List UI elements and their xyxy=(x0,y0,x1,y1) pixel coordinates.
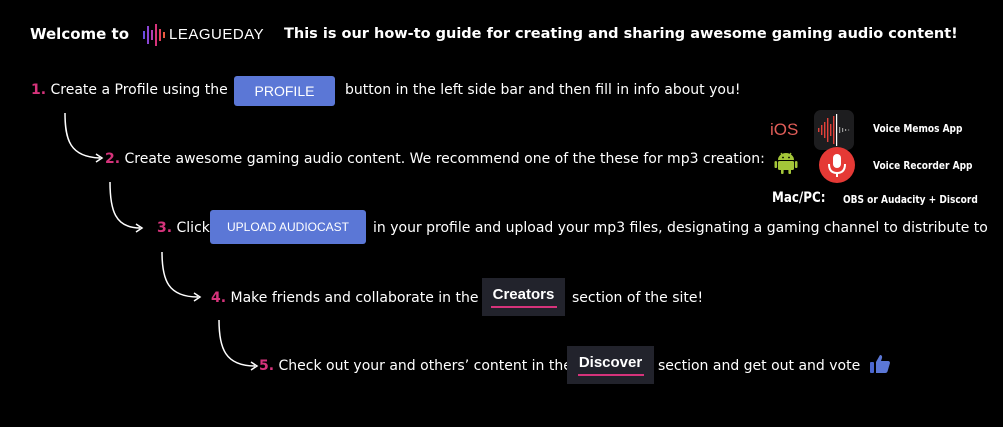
brand-name: LEAGUEDAY xyxy=(169,26,265,43)
step-text: Create awesome gaming audio content. We … xyxy=(124,151,765,167)
voice-memos-label: Voice Memos App xyxy=(873,122,963,135)
step-number: 1. xyxy=(31,82,47,98)
step-text: Create a Profile using the xyxy=(50,82,228,98)
creators-label: Creators xyxy=(492,286,555,303)
ios-icon: iOS xyxy=(770,120,799,139)
step-text: section and get out and vote xyxy=(658,358,861,374)
connector-arrow xyxy=(109,181,144,233)
discover-label: Discover xyxy=(578,354,643,371)
step-2: 2. Create awesome gaming audio content. … xyxy=(105,151,765,167)
creators-button[interactable]: Creators xyxy=(482,278,565,316)
step-text: in your profile and upload your mp3 file… xyxy=(373,220,988,236)
discover-button[interactable]: Discover xyxy=(567,346,654,384)
underline-divider xyxy=(490,306,557,308)
step-text: section of the site! xyxy=(572,290,704,306)
voice-recorder-icon xyxy=(818,146,856,184)
voice-recorder-label: Voice Recorder App xyxy=(873,159,973,172)
step-3: 3. Click xyxy=(157,220,210,236)
upload-audiocast-button[interactable]: UPLOAD AUDIOCAST xyxy=(210,210,366,244)
step-text: Check out your and others’ content in th… xyxy=(278,358,572,374)
connector-arrow xyxy=(64,112,104,163)
step-4: 4. Make friends and collaborate in the xyxy=(211,290,478,306)
step-number: 2. xyxy=(105,151,121,167)
thumbs-up-icon[interactable] xyxy=(868,352,892,376)
underline-divider xyxy=(577,374,644,376)
step-text: Make friends and collaborate in the xyxy=(230,290,479,306)
mac-pc-label: Mac/PC: xyxy=(772,190,826,206)
step-number: 4. xyxy=(211,290,227,306)
android-icon xyxy=(773,150,799,174)
connector-arrow xyxy=(218,319,259,371)
step-text: Click xyxy=(176,220,210,236)
connector-arrow xyxy=(161,251,202,302)
mac-pc-tools-label: OBS or Audacity + Discord xyxy=(843,193,978,206)
step-5: 5. Check out your and others’ content in… xyxy=(259,358,572,374)
leagueday-logo-icon xyxy=(142,22,166,48)
welcome-text: Welcome to xyxy=(30,25,130,43)
profile-button[interactable]: PROFILE xyxy=(234,76,335,106)
page-title: This is our how-to guide for creating an… xyxy=(284,26,958,42)
step-1: 1. Create a Profile using the xyxy=(31,82,228,98)
step-number: 5. xyxy=(259,358,275,374)
voice-memos-icon xyxy=(814,110,854,150)
step-text: button in the left side bar and then fil… xyxy=(345,82,741,98)
step-number: 3. xyxy=(157,220,173,236)
